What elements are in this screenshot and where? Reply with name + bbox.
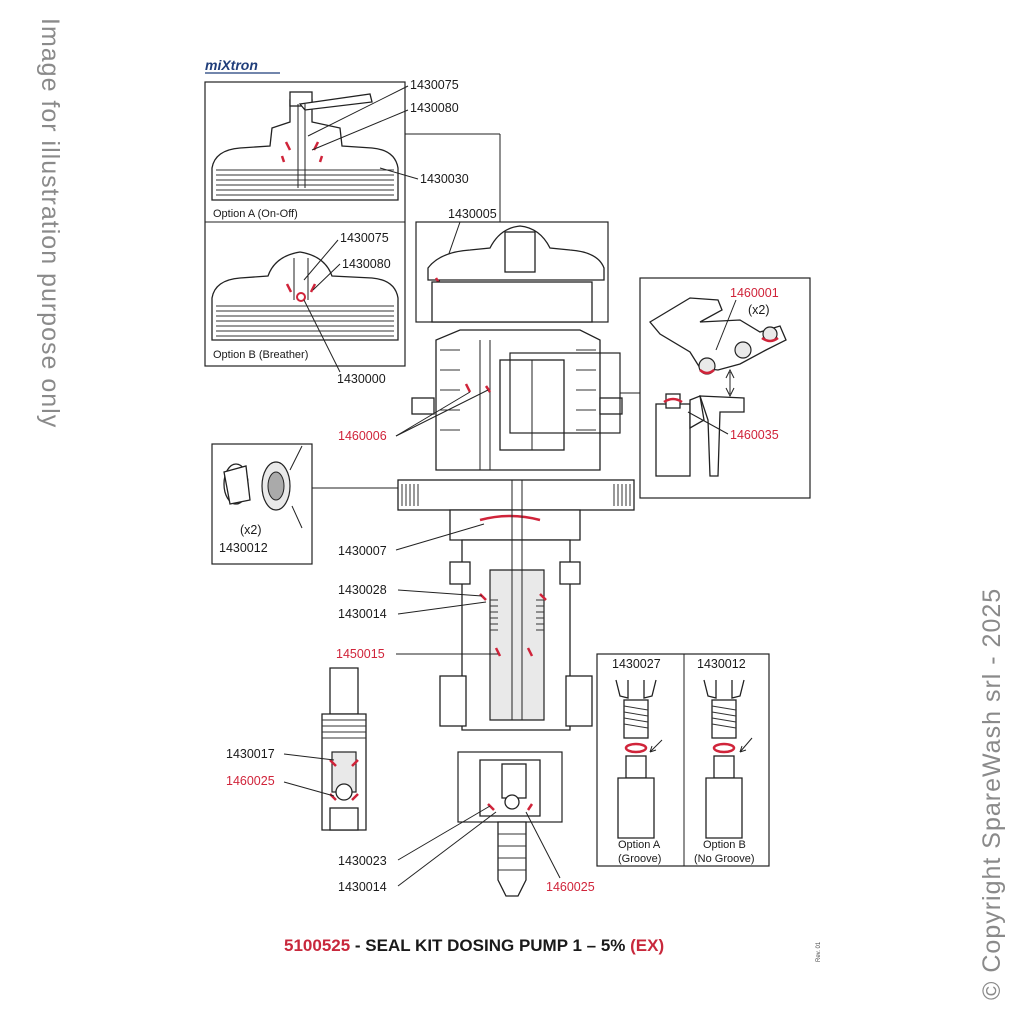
option-b-caption: Option B (Breather) xyxy=(213,349,308,361)
brand-logo: miXtron xyxy=(205,57,280,74)
label-1430023: 1430023 xyxy=(338,854,387,868)
label-1430014-b: 1430014 xyxy=(338,880,387,894)
watermark-right: © Copyright SpareWash srl - 2025 xyxy=(978,588,1006,1000)
groove-col-b-caption-2: (No Groove) xyxy=(694,853,755,865)
label-1430075-b: 1430075 xyxy=(340,231,389,245)
cap-options-box: Option A (On-Off) Option B (Breather) 14… xyxy=(204,78,469,386)
revision-mark: Rev. 01 xyxy=(816,941,822,962)
label-1430014-a: 1430014 xyxy=(338,607,387,621)
label-1430080-b: 1430080 xyxy=(342,257,391,271)
groove-options-box: 1430027 1430012 Option A (Groove) Option… xyxy=(596,653,770,867)
label-1430028: 1430028 xyxy=(338,583,387,597)
label-1460006: 1460006 xyxy=(338,429,387,443)
label-1430005: 1430005 xyxy=(448,207,497,221)
option-a-drawing xyxy=(211,91,399,201)
label-1430075-a: 1430075 xyxy=(410,78,459,92)
label-x2-top: (x2) xyxy=(748,303,770,317)
diaphragm-detail-box: 1460001 (x2) 1460035 xyxy=(639,277,811,499)
page-title: 5100525 - SEAL KIT DOSING PUMP 1 – 5% (E… xyxy=(284,936,664,955)
label-1450015: 1450015 xyxy=(336,647,385,661)
watermark-left: Image for illustration purpose only xyxy=(36,18,64,428)
option-a-caption: Option A (On-Off) xyxy=(213,208,298,220)
groove-col-b-code: 1430012 xyxy=(697,657,746,671)
groove-col-a-caption-1: Option A xyxy=(618,839,661,851)
label-1460025-left: 1460025 xyxy=(226,774,275,788)
label-1430017: 1430017 xyxy=(226,747,275,761)
valve-detail-left: 1430017 1460025 xyxy=(226,667,367,831)
groove-col-a-code: 1430027 xyxy=(612,657,661,671)
option-b-drawing xyxy=(211,251,399,341)
svg-text:miXtron: miXtron xyxy=(205,57,258,73)
groove-col-b-caption-1: Option B xyxy=(703,839,746,851)
label-1460025-bottom: 1460025 xyxy=(546,880,595,894)
label-1430030: 1430030 xyxy=(420,172,469,186)
label-x2-side: (x2) xyxy=(240,523,262,537)
label-1430012-side: 1430012 xyxy=(219,541,268,555)
label-1460035: 1460035 xyxy=(730,428,779,442)
title-text: - SEAL KIT DOSING PUMP 1 – 5% xyxy=(350,936,630,955)
groove-col-a-caption-2: (Groove) xyxy=(618,853,661,865)
label-1430000: 1430000 xyxy=(337,372,386,386)
side-seal-box: (x2) 1430012 xyxy=(211,443,313,565)
title-code: 5100525 xyxy=(284,936,350,955)
label-1460001: 1460001 xyxy=(730,286,779,300)
label-1430007: 1430007 xyxy=(338,544,387,558)
pump-main-assembly: 1430005 xyxy=(312,207,640,897)
title-suffix: (EX) xyxy=(630,936,664,955)
label-1430080-a: 1430080 xyxy=(410,101,459,115)
